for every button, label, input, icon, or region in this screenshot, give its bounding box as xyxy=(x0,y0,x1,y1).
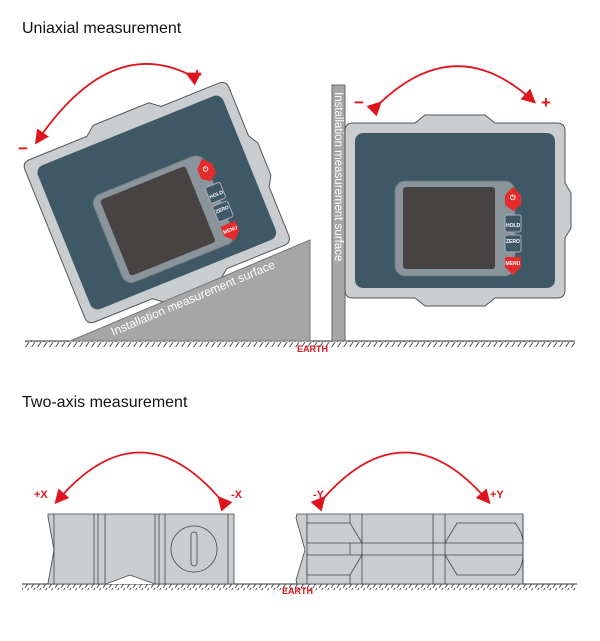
rotation-arrow-left xyxy=(34,63,202,145)
power-button: ⏻ xyxy=(202,164,211,174)
plus-sign-right: + xyxy=(541,93,551,112)
uniaxial-title: Uniaxial measurement xyxy=(22,20,182,37)
zero-button: ZERO xyxy=(215,205,230,216)
menu-button: MENU xyxy=(223,225,239,236)
tilted-inclinometer: ⏻ HOLD ZERO MENU xyxy=(18,70,301,333)
power-button: ⏻ xyxy=(510,194,516,202)
earth-label-2: EARTH xyxy=(282,586,313,596)
incline-wedge xyxy=(69,239,311,342)
hold-button: HOLD xyxy=(506,223,521,229)
upright-inclinometer: ⏻ HOLD ZERO MENU xyxy=(344,114,572,307)
rotation-arrow-right xyxy=(366,65,536,117)
y-plus-label: +Y xyxy=(490,489,504,501)
y-rotation-arrow xyxy=(310,451,491,512)
x-plus-label: +X xyxy=(34,489,48,501)
vertical-surface-label: Installation measurement surface xyxy=(332,92,344,261)
minus-sign-right: − xyxy=(354,93,364,112)
y-minus-label: -Y xyxy=(313,489,325,501)
ground-hatch xyxy=(25,341,575,347)
x-rotation-arrow xyxy=(54,451,233,512)
zero-button: ZERO xyxy=(506,239,520,245)
earth-label: EARTH xyxy=(297,344,328,354)
plus-sign-left: + xyxy=(192,65,202,84)
ground-hatch-2 xyxy=(22,584,577,590)
x-minus-label: -X xyxy=(231,489,243,501)
y-axis-device-side xyxy=(295,513,524,585)
minus-sign-left: − xyxy=(18,139,28,158)
two-axis-title: Two-axis measurement xyxy=(22,394,188,411)
hold-button: HOLD xyxy=(209,190,225,201)
menu-button: MENU xyxy=(506,261,521,267)
x-axis-device-side xyxy=(47,513,235,585)
